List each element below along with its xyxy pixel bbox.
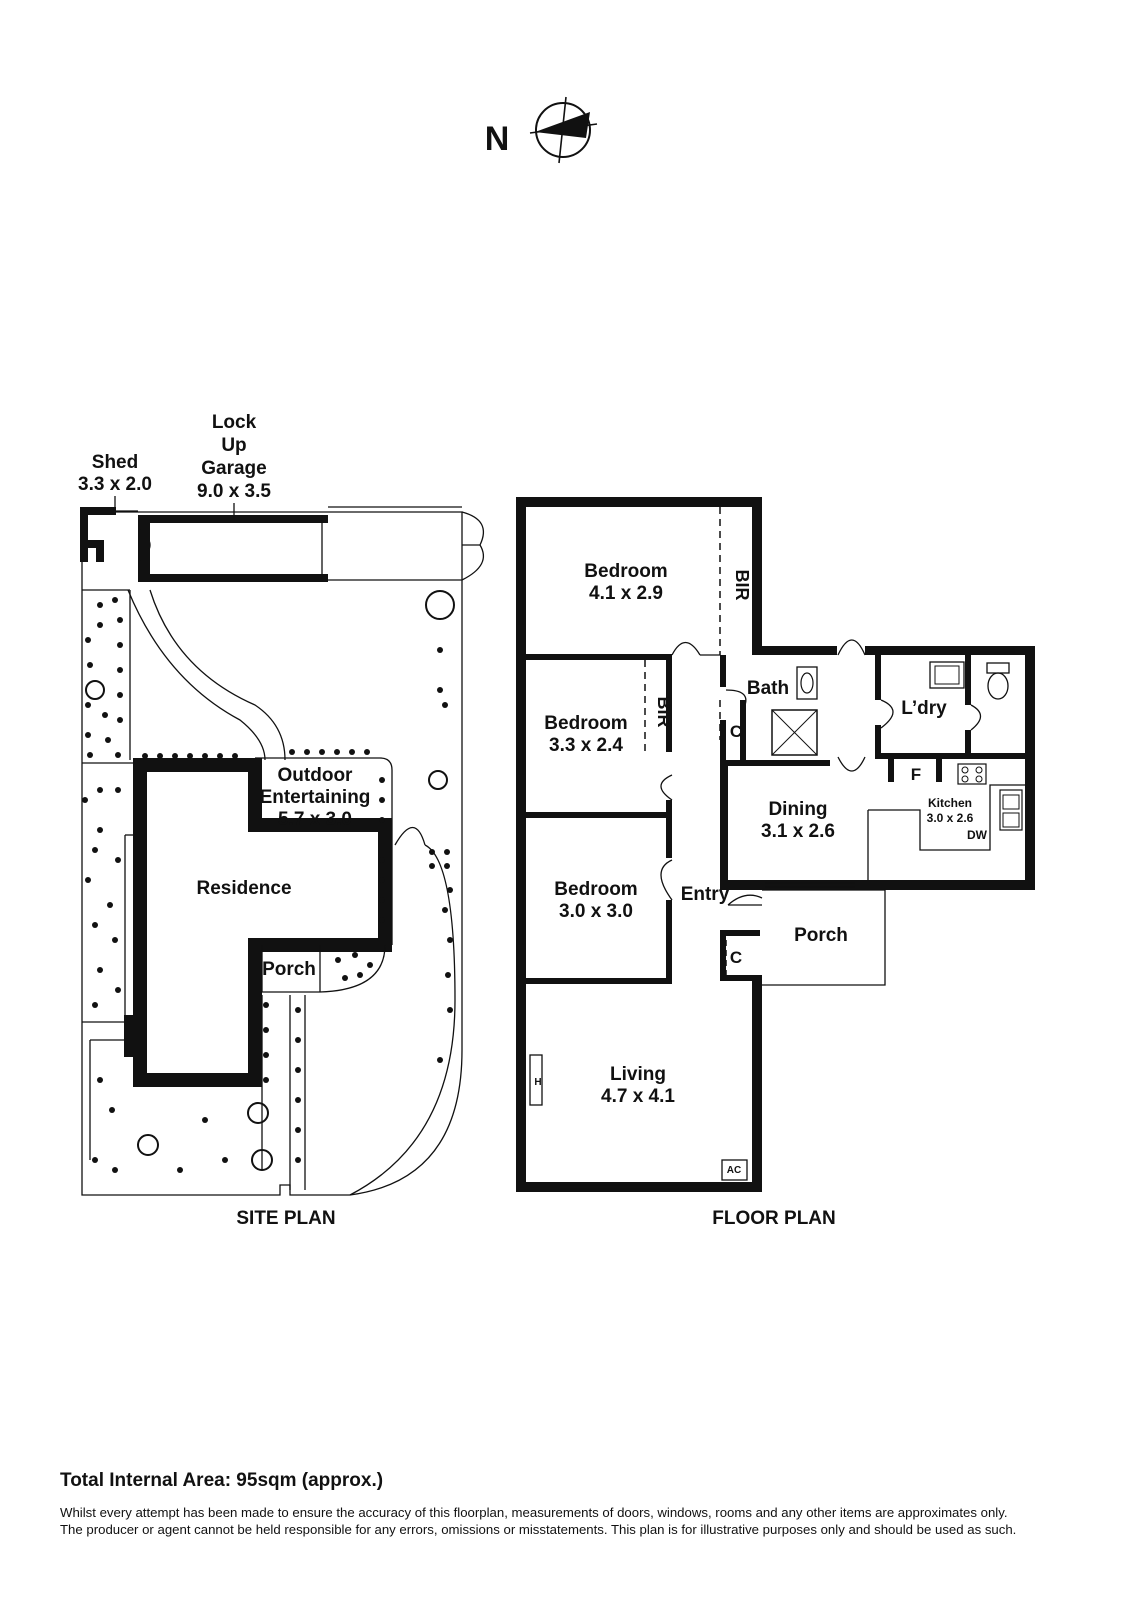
bedroom2-name: Bedroom xyxy=(544,713,627,734)
laundry-tub-icon xyxy=(929,661,965,689)
outdoor-dims: 5.7 x 3.0 xyxy=(278,809,352,830)
toilet-icon xyxy=(986,662,1010,700)
compass: N xyxy=(485,96,598,164)
dishwasher-label: DW xyxy=(967,828,988,842)
aircon-label: AC xyxy=(727,1165,741,1176)
site-porch-label: Porch xyxy=(262,959,316,980)
kitchen-dims: 3.0 x 2.6 xyxy=(927,811,974,825)
shed-dims: 3.3 x 2.0 xyxy=(78,474,152,495)
kitchen-bench xyxy=(867,784,1025,880)
compass-north-label: N xyxy=(485,120,510,158)
garage-line3: Garage xyxy=(201,458,266,479)
residence-label: Residence xyxy=(196,878,291,899)
fridge-label: F xyxy=(911,765,921,784)
sink-icon xyxy=(999,789,1023,831)
disclaimer: Whilst every attempt has been made to en… xyxy=(60,1504,1100,1538)
bedroom1-dims: 4.1 x 2.9 xyxy=(589,583,663,604)
shed-name: Shed xyxy=(92,452,138,473)
garage-line2: Up xyxy=(221,435,246,456)
door-swings xyxy=(660,639,982,906)
compass-rose-icon xyxy=(529,96,598,164)
kitchen-name: Kitchen xyxy=(928,796,972,810)
cupboard-label-1: C xyxy=(730,722,742,741)
bath-label: Bath xyxy=(747,678,789,699)
site-plan-caption: SITE PLAN xyxy=(236,1208,335,1229)
bedroom3-dims: 3.0 x 3.0 xyxy=(559,901,633,922)
outdoor-line2: Entertaining xyxy=(260,787,371,808)
entry-label: Entry xyxy=(681,884,730,905)
heater-label: H xyxy=(534,1077,541,1088)
living-dims: 4.7 x 4.1 xyxy=(601,1086,675,1107)
cooktop-icon xyxy=(957,763,987,785)
floor-plan: Bedroom 4.1 x 2.9 BIR Bedroom 3.3 x 2.4 … xyxy=(516,497,1035,1229)
bir-label-1: BIR xyxy=(732,570,752,601)
bedroom3-name: Bedroom xyxy=(554,879,637,900)
site-plan: Shed 3.3 x 2.0 Lock Up Garage 9.0 x 3.5 … xyxy=(78,412,485,1229)
dining-name: Dining xyxy=(768,799,827,820)
outdoor-line1: Outdoor xyxy=(278,765,354,786)
garage-dims: 9.0 x 3.5 xyxy=(197,481,271,502)
bedroom1-name: Bedroom xyxy=(584,561,667,582)
disclaimer-line-2: The producer or agent cannot be held res… xyxy=(60,1522,1017,1537)
floor-plan-caption: FLOOR PLAN xyxy=(712,1208,836,1229)
cupboard-label-2: C xyxy=(730,948,742,967)
living-name: Living xyxy=(610,1064,666,1085)
disclaimer-line-1: Whilst every attempt has been made to en… xyxy=(60,1505,1008,1520)
bedroom2-dims: 3.3 x 2.4 xyxy=(549,735,623,756)
floor-porch-label: Porch xyxy=(794,925,848,946)
shower-icon xyxy=(771,709,818,756)
total-internal-area: Total Internal Area: 95sqm (approx.) xyxy=(60,1470,384,1491)
garden-shrub-icons xyxy=(82,590,455,1173)
window-marks xyxy=(518,530,1033,1190)
laundry-label: L’dry xyxy=(901,698,947,719)
dining-dims: 3.1 x 2.6 xyxy=(761,821,835,842)
garage-line1: Lock xyxy=(212,412,257,433)
basin-icon xyxy=(796,666,818,700)
bir-label-2: BIR xyxy=(654,697,674,728)
